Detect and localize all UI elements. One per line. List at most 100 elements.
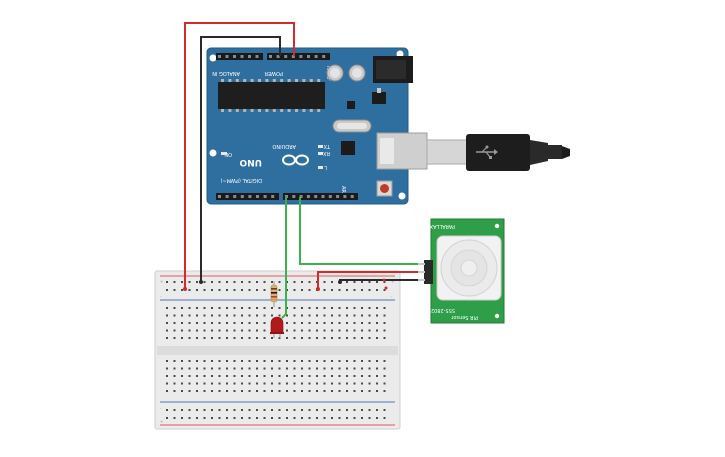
- breadboard-hole: [286, 409, 288, 411]
- breadboard-hole: [301, 409, 303, 411]
- breadboard-hole: [226, 390, 228, 392]
- capacitor-1-top: [330, 68, 340, 78]
- breadboard-hole: [248, 329, 251, 332]
- breadboard-hole: [278, 409, 281, 411]
- breadboard-hole: [203, 367, 206, 370]
- breadboard-hole: [278, 281, 281, 283]
- l-label: L: [324, 164, 327, 170]
- breadboard-hole: [293, 281, 296, 283]
- breadboard-hole: [218, 390, 221, 392]
- on-led: [221, 152, 227, 155]
- chip-leg: [317, 79, 321, 82]
- breadboard-hole: [331, 375, 333, 377]
- header-pin: [285, 195, 288, 198]
- breadboard-hole: [308, 409, 311, 411]
- breadboard-hole: [233, 314, 236, 317]
- breadboard-hole: [308, 322, 311, 324]
- breadboard-hole: [346, 390, 348, 392]
- breadboard-hole: [166, 329, 168, 332]
- breadboard-hole: [286, 367, 288, 370]
- top-rail-plus-label-right: +: [391, 279, 394, 284]
- reset-button-cap[interactable]: [380, 184, 389, 193]
- tx-label: TX: [323, 143, 331, 149]
- breadboard-hole: [316, 417, 318, 419]
- breadboard-hole: [271, 390, 273, 392]
- breadboard-hole: [353, 337, 356, 339]
- breadboard-hole: [346, 329, 348, 332]
- breadboard-hole: [353, 322, 356, 324]
- breadboard-hole: [196, 289, 198, 291]
- breadboard-hole: [293, 382, 296, 385]
- breadboard-hole: [361, 390, 363, 392]
- breadboard-hole: [188, 337, 191, 339]
- breadboard-hole: [346, 281, 348, 283]
- breadboard-hole: [316, 360, 318, 362]
- breadboard-hole: [271, 314, 273, 317]
- led-body: [270, 316, 284, 334]
- top-rail-minus-label: -: [160, 294, 162, 299]
- pir-pin-vcc: [418, 271, 425, 273]
- breadboard-hole: [263, 417, 266, 419]
- breadboard-hole: [353, 382, 356, 385]
- breadboard-hole: [293, 417, 296, 419]
- breadboard-hole: [203, 322, 206, 324]
- pir-pin-out: [418, 263, 425, 265]
- breadboard-hole: [188, 375, 191, 377]
- wire-end-pir-gnd: [338, 280, 342, 284]
- breadboard-hole: [278, 390, 281, 392]
- usb-symbol-icon: [476, 145, 498, 159]
- breadboard-hole: [226, 382, 228, 385]
- chip-leg: [309, 109, 313, 112]
- breadboard-hole: [331, 329, 333, 332]
- wire-led-green: [281, 197, 287, 319]
- breadboard-hole: [233, 307, 236, 309]
- breadboard-hole: [173, 382, 176, 385]
- breadboard-hole: [286, 390, 288, 392]
- header-pin: [299, 55, 303, 58]
- breadboard-hole: [188, 322, 191, 324]
- breadboard-hole: [173, 322, 176, 324]
- breadboard-hole: [293, 390, 296, 392]
- breadboard-hole: [203, 375, 206, 377]
- usb-cable: [426, 134, 570, 171]
- breadboard-hole: [203, 382, 206, 385]
- breadboard-hole: [361, 281, 363, 283]
- breadboard-hole: [203, 360, 206, 362]
- breadboard-hole: [226, 409, 228, 411]
- breadboard-hole: [383, 367, 386, 370]
- breadboard-hole: [331, 307, 333, 309]
- breadboard-hole: [286, 314, 288, 317]
- pir-bottom-label: 555-28027: [428, 307, 455, 313]
- breadboard-hole: [376, 409, 378, 411]
- breadboard-hole: [301, 390, 303, 392]
- header-pin: [248, 195, 252, 198]
- breadboard-hole: [166, 390, 168, 392]
- breadboard-hole: [166, 307, 168, 309]
- breadboard-hole: [248, 360, 251, 362]
- breadboard-hole: [248, 314, 251, 317]
- breadboard-hole: [166, 337, 168, 339]
- breadboard-hole: [271, 417, 273, 419]
- breadboard-hole: [226, 337, 228, 339]
- breadboard-hole: [316, 307, 318, 309]
- breadboard-hole: [346, 382, 348, 385]
- top-rail-plus-label: +: [160, 279, 163, 284]
- breadboard-hole: [323, 367, 326, 370]
- breadboard-hole: [338, 382, 341, 385]
- breadboard-hole: [211, 367, 213, 370]
- breadboard-hole: [353, 375, 356, 377]
- breadboard-hole: [263, 281, 266, 283]
- breadboard-hole: [331, 314, 333, 317]
- breadboard-hole: [218, 289, 221, 291]
- header-pin: [322, 55, 326, 58]
- breadboard-hole: [331, 337, 333, 339]
- header-pin: [350, 195, 354, 198]
- bottom-header-pins: [218, 195, 354, 198]
- header-pin: [284, 55, 288, 58]
- breadboard-hole: [181, 307, 183, 309]
- breadboard-hole: [316, 337, 318, 339]
- usb-plug-housing: [466, 134, 530, 171]
- breadboard-hole: [308, 382, 311, 385]
- breadboard-hole: [293, 367, 296, 370]
- breadboard-hole: [188, 289, 191, 291]
